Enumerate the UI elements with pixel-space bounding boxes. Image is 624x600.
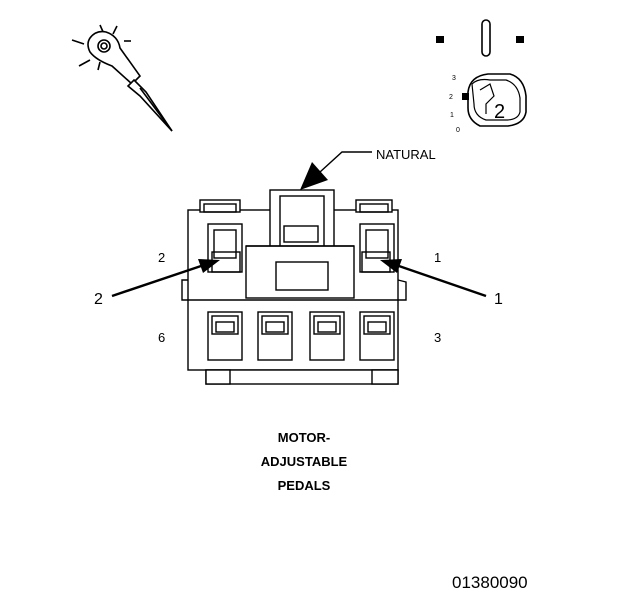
pin-callout-left-arrow (111, 259, 220, 298)
pin-callout-right-arrow (380, 259, 487, 298)
figure-id: 01380090 (452, 573, 528, 592)
caption-line-2: ADJUSTABLE (261, 454, 348, 469)
color-callout: NATURAL (300, 147, 436, 190)
cavity-number-top-left: 2 (158, 250, 165, 265)
ignition-position-3: 3 (452, 75, 456, 82)
pin-callout-right-label: 1 (494, 291, 503, 308)
pin-callout-left-label: 2 (94, 291, 103, 308)
caption-line-1: MOTOR- (278, 430, 330, 445)
caption: MOTOR- ADJUSTABLE PEDALS (261, 430, 348, 493)
cavity-number-bottom-right: 3 (434, 330, 441, 345)
test-probe-icon (71, 24, 173, 132)
ignition-key-icon: 3 2 1 0 2 (436, 19, 527, 134)
color-callout-label: NATURAL (376, 147, 436, 162)
ignition-position-0: 0 (456, 127, 460, 134)
ignition-position-1: 1 (450, 112, 454, 119)
caption-line-3: PEDALS (278, 478, 331, 493)
ignition-key-position: 2 (494, 101, 505, 123)
cavity-number-top-right: 1 (434, 250, 441, 265)
cavity-number-bottom-left: 6 (158, 330, 165, 345)
ignition-position-2: 2 (449, 94, 453, 101)
connector-face (181, 189, 407, 385)
